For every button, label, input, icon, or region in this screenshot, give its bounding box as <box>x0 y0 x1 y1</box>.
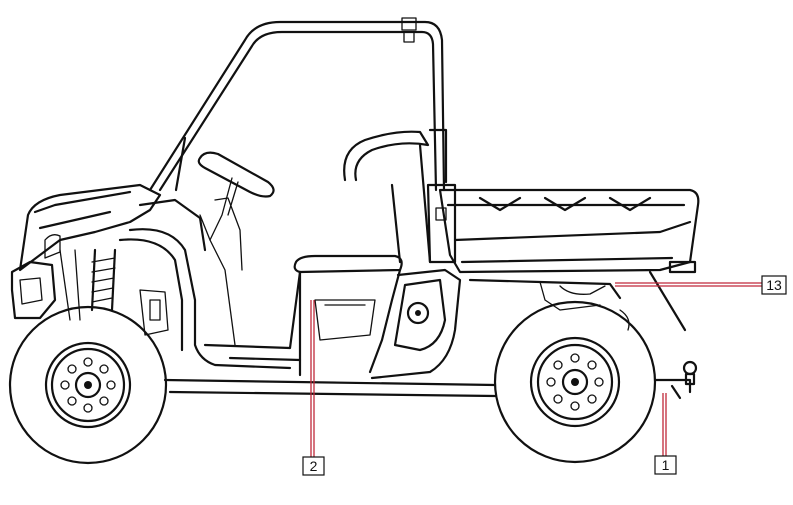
callout-1-label: 1 <box>662 457 670 473</box>
side-panel <box>298 268 462 380</box>
callout-13-label: 13 <box>766 277 782 293</box>
front-body <box>10 183 162 320</box>
leader-line-2 <box>310 300 315 457</box>
callout-1: 1 <box>654 455 677 475</box>
trailer-hitch <box>653 360 698 400</box>
steering-wheel <box>197 151 275 241</box>
callout-leaders <box>310 282 762 457</box>
roll-cage <box>148 17 448 192</box>
seat <box>293 130 432 274</box>
callout-2: 2 <box>302 456 325 476</box>
chassis <box>163 197 497 398</box>
front-suspension <box>59 248 169 336</box>
leader-line-1 <box>662 393 667 456</box>
leader-line-13 <box>615 282 762 287</box>
front-wheel <box>8 305 168 465</box>
callout-2-label: 2 <box>310 458 318 474</box>
callout-13: 13 <box>761 275 787 295</box>
cargo-bed <box>426 183 700 274</box>
rear-wheel <box>493 300 657 464</box>
front-fender <box>118 198 292 370</box>
